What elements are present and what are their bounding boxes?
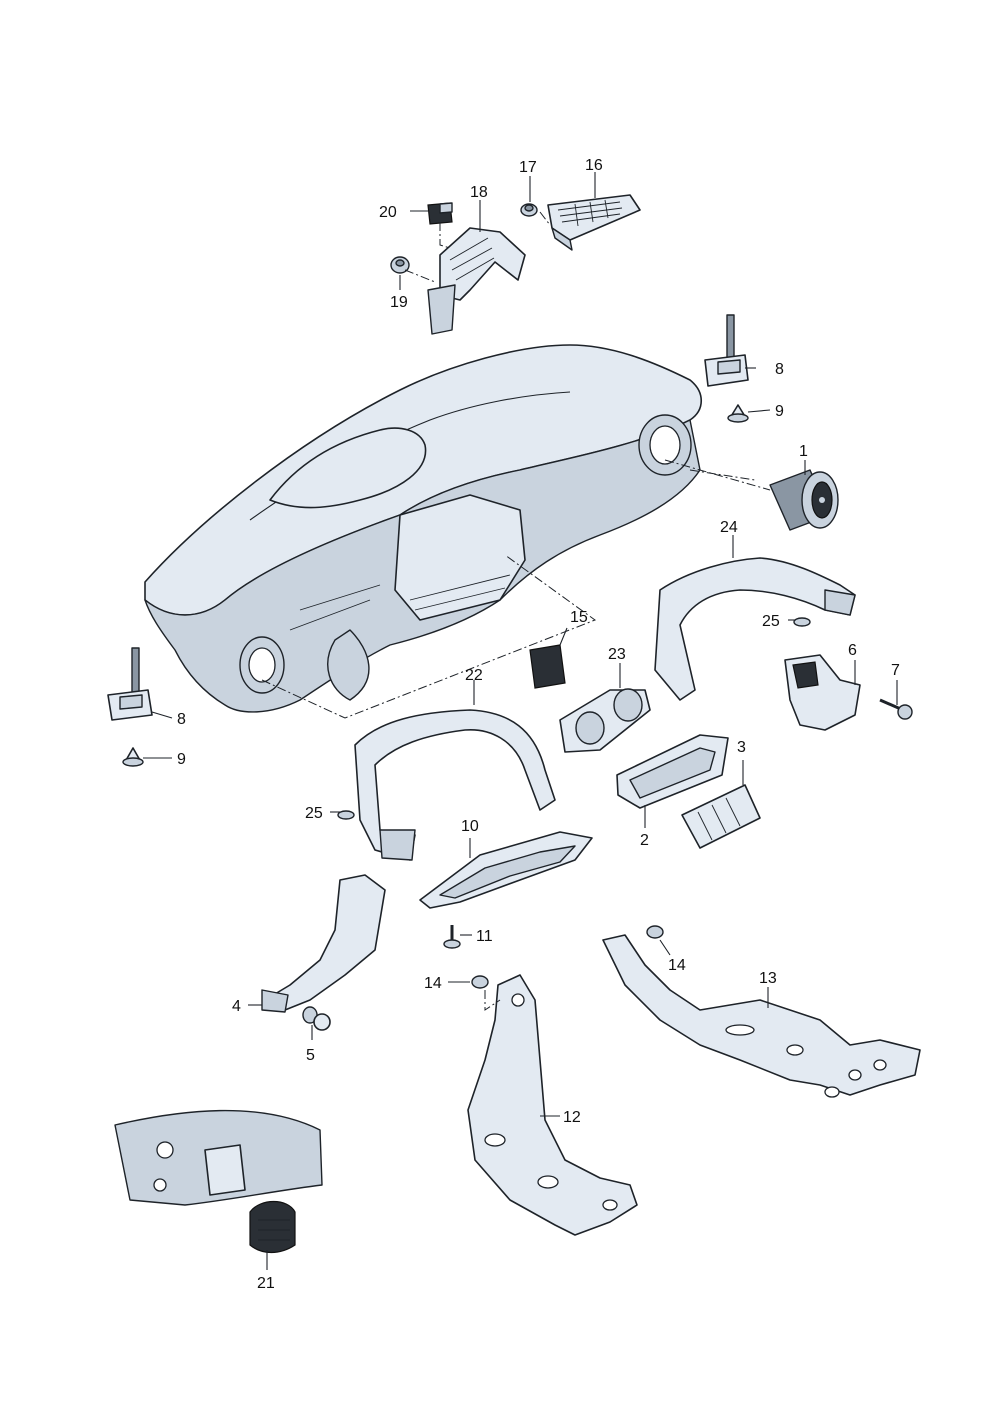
callout-13: 13 [759,970,777,987]
duct-24 [654,557,856,701]
sensor-upper [704,314,749,387]
nut-19 [390,256,410,274]
duct-22 [354,709,556,861]
callout-25-left: 25 [305,805,323,822]
bracket-18 [427,227,526,335]
callout-14-left: 14 [424,975,442,992]
duct-4 [261,874,386,1013]
clip-14-right [646,925,664,939]
grille-3 [681,784,761,849]
callout-20: 20 [379,204,397,221]
duct-13 [602,934,921,1098]
clip-upper [727,404,749,423]
callout-11: 11 [476,928,493,945]
callout-8-upper: 8 [775,361,784,378]
callout-17: 17 [519,159,537,176]
callout-21: 21 [257,1275,275,1292]
screw-7 [879,698,913,720]
clip-14-left [471,975,489,989]
callout-12: 12 [563,1109,581,1126]
trim-10 [419,831,593,909]
callout-4: 4 [232,998,241,1015]
callout-23: 23 [608,646,626,663]
callout-24: 24 [720,519,738,536]
callout-5: 5 [306,1047,315,1064]
assembly-lines [261,459,771,719]
clip-25-right [793,617,811,627]
callout-18: 18 [470,184,488,201]
sensor-20 [427,202,453,225]
callout-19: 19 [390,294,408,311]
vent-duct-6 [784,654,861,731]
callout-8-lower: 8 [177,711,186,728]
floor-panel-detail [114,1109,323,1206]
callout-15: 15 [570,609,588,626]
callout-3: 3 [737,739,746,756]
vent-housing-23 [559,688,651,753]
air-vent-right [769,469,839,531]
callout-22: 22 [465,667,483,684]
clip-lower [122,747,144,767]
cap-15 [529,644,566,689]
nut-17 [520,203,538,217]
callout-7: 7 [891,662,900,679]
callout-labels: 1 2 3 4 5 6 7 8 8 9 9 10 11 12 13 14 14 … [177,157,900,1292]
callout-9-lower: 9 [177,751,186,768]
callout-6: 6 [848,642,857,659]
grommet-21 [249,1200,296,1254]
screw-11 [443,925,461,949]
sensor-lower [107,647,153,721]
grille-16 [547,194,641,251]
push-pin-5 [302,1006,331,1031]
callout-14-right: 14 [668,957,686,974]
duct-12 [467,974,638,1236]
callout-2: 2 [640,832,649,849]
clip-25-left [337,810,355,820]
callout-9-upper: 9 [775,403,784,420]
vent-frame-2 [616,734,729,809]
callout-10: 10 [461,818,479,835]
callout-25-right: 25 [762,613,780,630]
leader-lines [143,172,898,1270]
dashboard-panel [144,344,703,713]
callout-1: 1 [799,443,808,460]
callout-16: 16 [585,157,603,174]
